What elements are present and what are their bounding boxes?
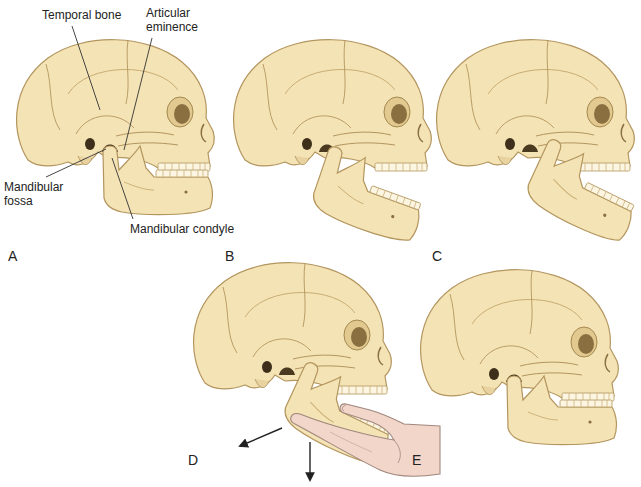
panel-letter: E xyxy=(412,452,421,468)
mandible xyxy=(307,145,433,247)
panel-letter: A xyxy=(8,248,17,264)
skull-b xyxy=(234,40,434,247)
hand xyxy=(291,404,440,476)
leader-line xyxy=(112,158,133,219)
cranium xyxy=(437,40,635,171)
part-label: Mandibular fossa xyxy=(4,180,76,208)
panel-letter: B xyxy=(225,248,234,264)
hand-shape xyxy=(291,404,440,476)
part-label: Temporal bone xyxy=(42,8,121,22)
force-arrow xyxy=(240,428,282,446)
leader-line xyxy=(46,149,106,177)
skull-e xyxy=(421,270,619,445)
mandible xyxy=(520,138,641,248)
panel-letter: C xyxy=(432,248,442,264)
part-label: Mandibular condyle xyxy=(130,222,234,236)
force-arrow xyxy=(309,442,310,480)
mandible xyxy=(507,376,616,445)
panel-letter: D xyxy=(188,452,198,468)
part-label: Articular eminence xyxy=(146,6,220,34)
leader-line xyxy=(72,26,100,110)
leader-line xyxy=(124,38,152,150)
skull-c xyxy=(437,40,641,248)
cranium xyxy=(194,263,392,394)
